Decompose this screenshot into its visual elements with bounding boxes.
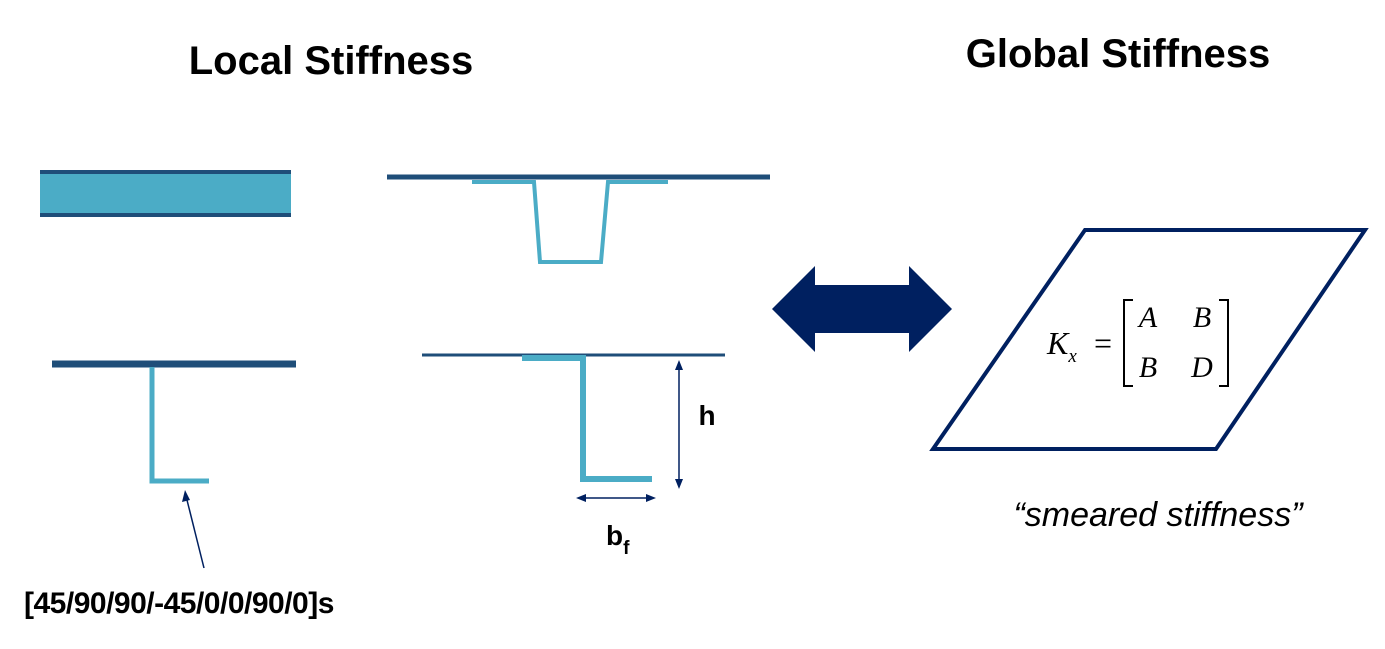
matrix-cell-b-bottom: B xyxy=(1139,351,1157,384)
double-headed-arrow-icon xyxy=(772,266,952,352)
matrix-cell-a: A xyxy=(1137,301,1158,334)
matrix-cell-d: D xyxy=(1190,351,1213,384)
equation-lhs: Kx xyxy=(1046,325,1077,367)
flange-width-label-sub: f xyxy=(623,538,630,559)
height-dimension xyxy=(675,360,683,489)
height-label: h xyxy=(698,400,715,431)
equation-equals: = xyxy=(1094,325,1112,361)
matrix-left-bracket xyxy=(1123,299,1133,387)
matrix-cell-b-top: B xyxy=(1193,301,1211,334)
flange-width-label: bf xyxy=(606,520,630,559)
stiffness-equation: Kx = A B B D xyxy=(1046,299,1229,387)
local-stiffness-title: Local Stiffness xyxy=(189,39,474,83)
flange-width-dimension xyxy=(576,494,656,502)
smeared-plate-parallelogram xyxy=(929,228,1369,451)
blade-stiffened-panel xyxy=(52,360,296,484)
matrix-right-bracket xyxy=(1219,299,1229,387)
hat-stiffened-panel xyxy=(387,174,770,264)
equation-lhs-symbol: K xyxy=(1046,325,1070,361)
global-stiffness-title: Global Stiffness xyxy=(966,32,1271,76)
flat-laminate xyxy=(40,170,291,217)
z-stiffened-panel xyxy=(422,353,725,482)
equation-lhs-subscript: x xyxy=(1067,346,1077,367)
layup-label: [45/90/90/-45/0/0/90/0]s xyxy=(24,587,334,620)
layup-pointer-arrow xyxy=(182,490,205,569)
flange-width-label-base: b xyxy=(606,520,623,551)
smeared-stiffness-caption: “smeared stiffness” xyxy=(1013,496,1304,534)
